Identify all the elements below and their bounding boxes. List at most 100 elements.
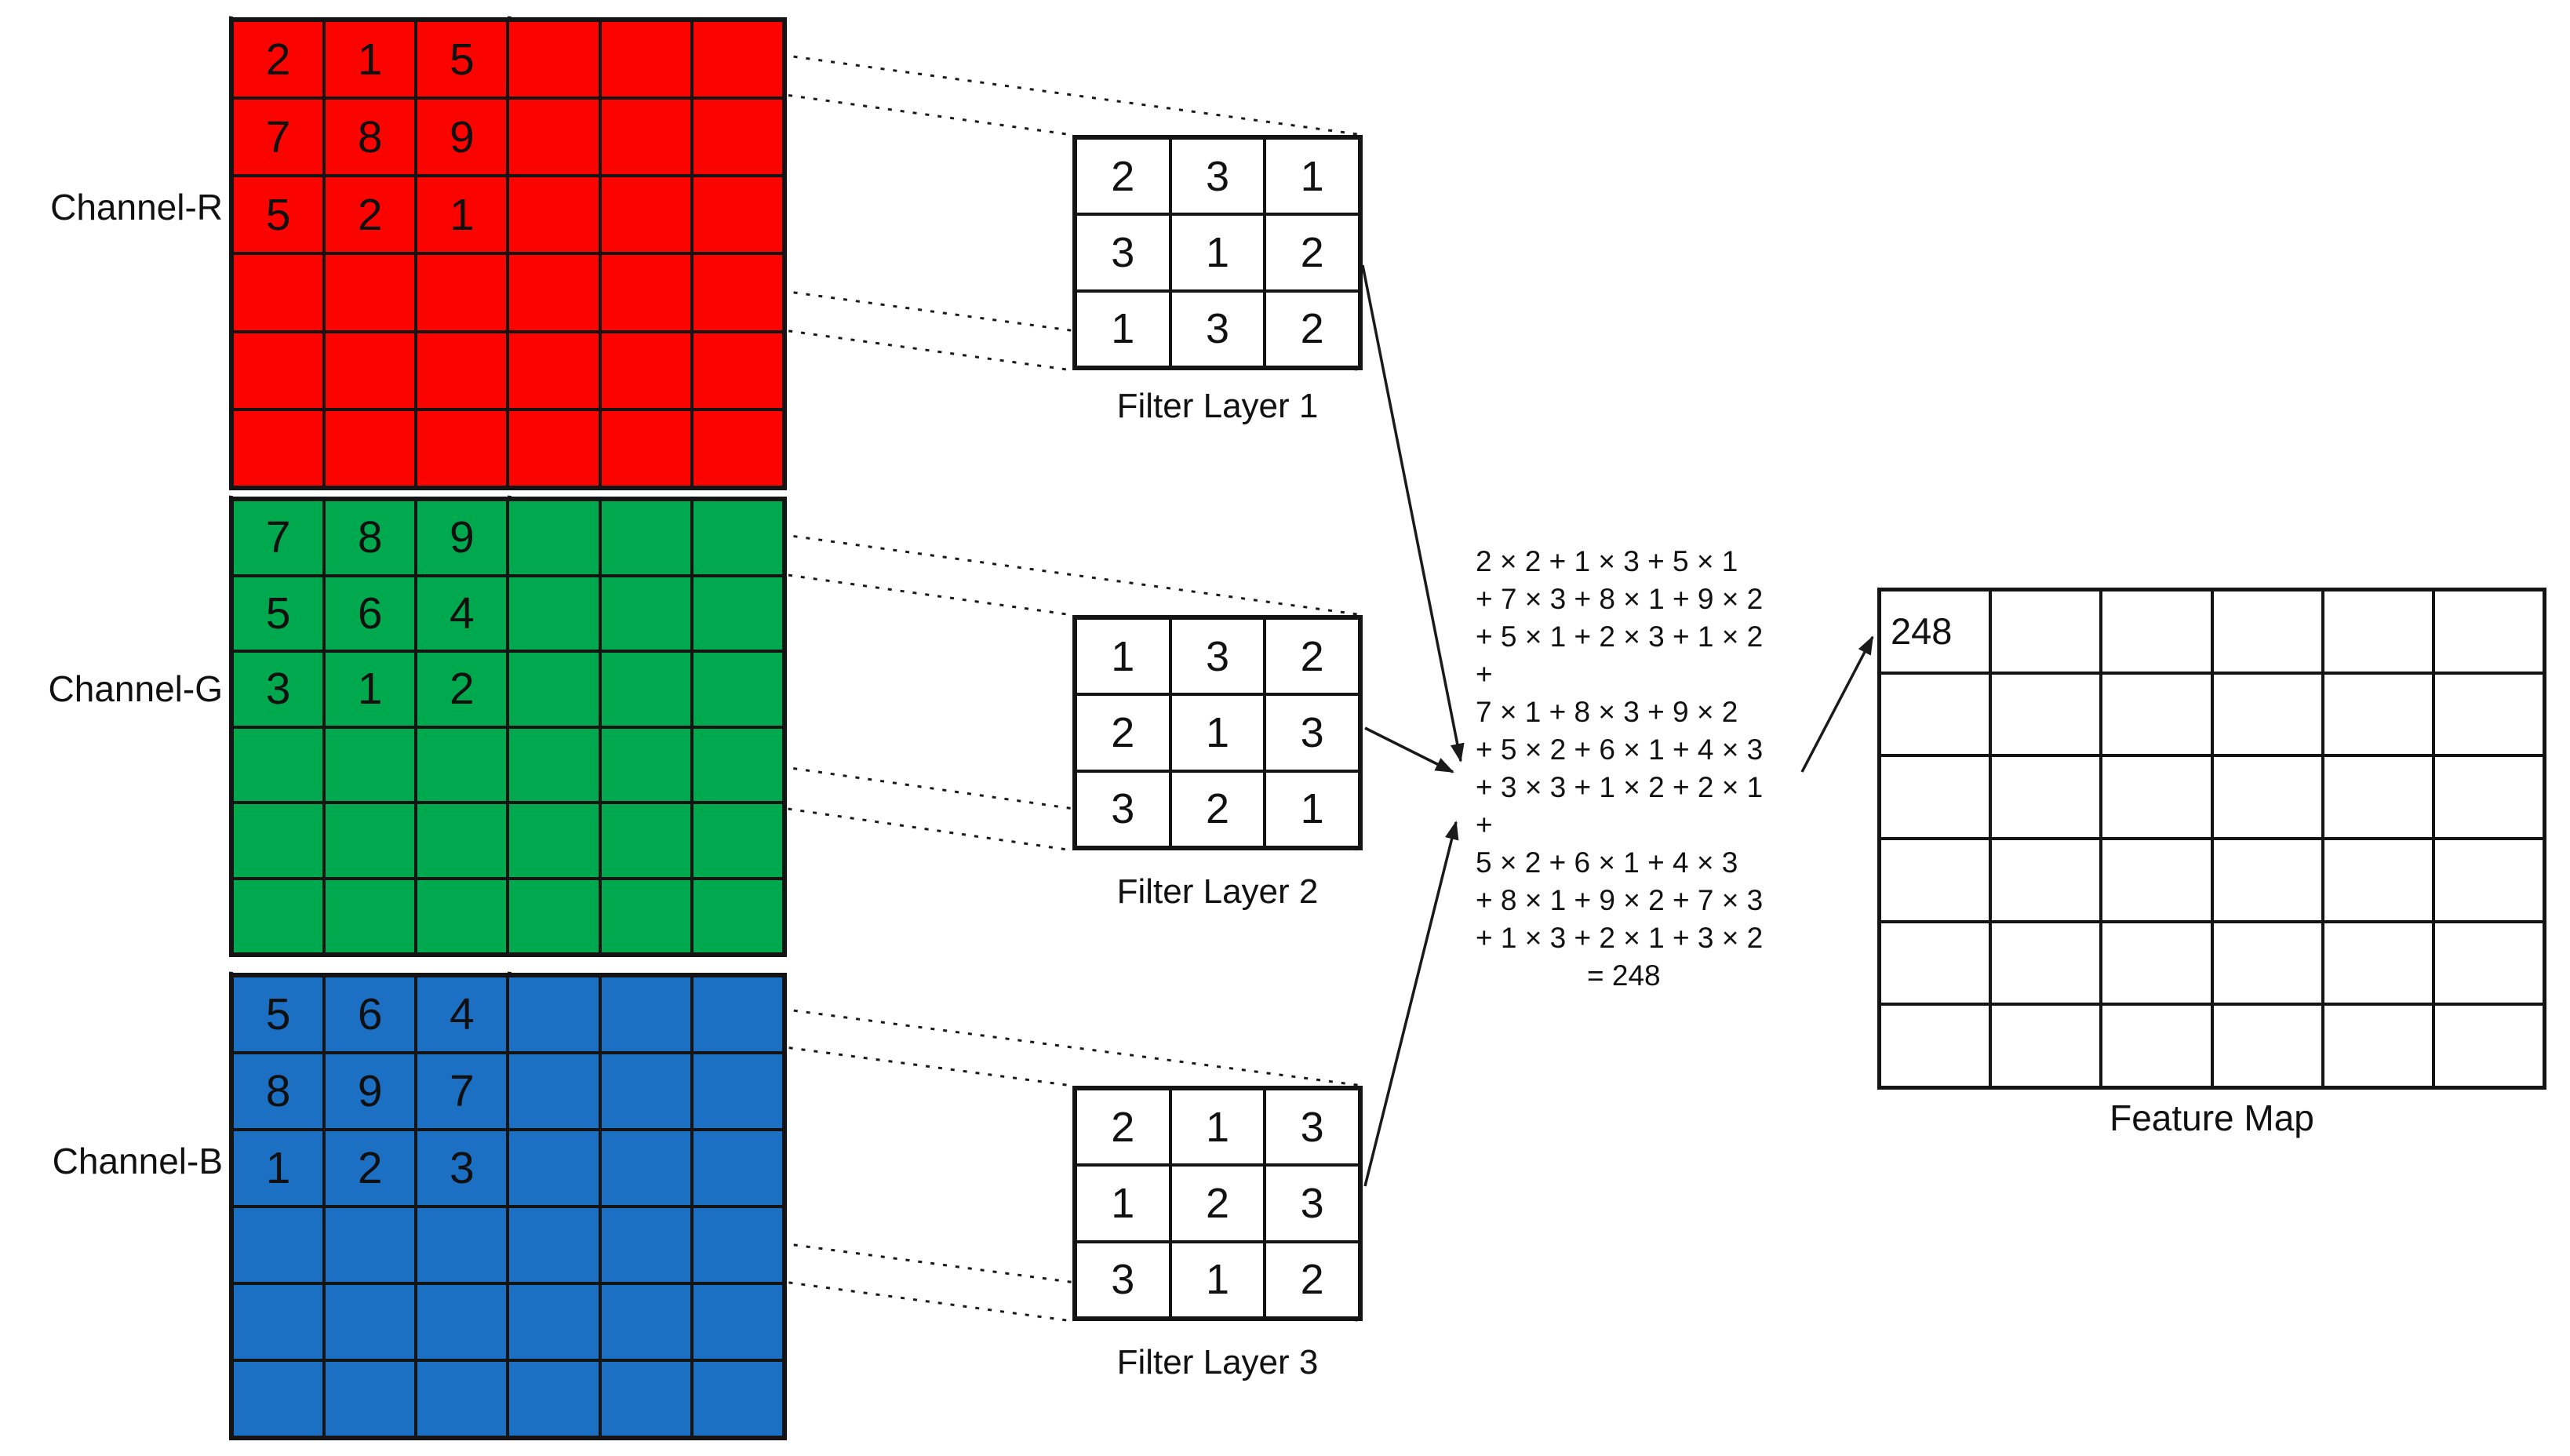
grid-cell — [599, 98, 692, 177]
grid-cell — [324, 1207, 417, 1283]
grid-cell — [508, 98, 600, 177]
grid-cell — [691, 1360, 784, 1437]
grid-cell: 7 — [232, 500, 325, 576]
grid-cell — [691, 976, 784, 1053]
arrow-filter2-to-sum — [1364, 726, 1454, 774]
grid-cell — [232, 409, 325, 487]
grid-cell: 1 — [1170, 694, 1265, 771]
grid-cell — [1990, 838, 2102, 922]
grid-cell — [2101, 921, 2212, 1005]
calc-line: + 1 × 3 + 2 × 1 + 3 × 2 — [1476, 922, 1764, 954]
grid-cell — [2322, 838, 2433, 922]
grid-cell — [599, 1130, 692, 1207]
grid-cell: 4 — [416, 976, 508, 1053]
grid-cell — [416, 1207, 508, 1283]
grid-cell — [691, 575, 784, 651]
grid-cell: 1 — [232, 1130, 325, 1207]
grid-cell — [599, 176, 692, 254]
grid-cell — [416, 803, 508, 879]
grid-cell — [599, 976, 692, 1053]
grid-cell — [508, 20, 600, 99]
grid-cell — [416, 1283, 508, 1360]
channel-g-label: Channel-G — [48, 668, 223, 709]
grid-cell — [2433, 921, 2544, 1005]
grid-cell — [416, 331, 508, 410]
grid-cell — [1990, 755, 2102, 839]
grid-cell — [2211, 838, 2323, 922]
grid-cell: 2 — [232, 20, 325, 99]
grid-cell — [232, 331, 325, 410]
calc-line: + — [1476, 658, 1493, 690]
grid-cell — [599, 803, 692, 879]
grid-cell — [691, 409, 784, 487]
grid-cell — [232, 253, 325, 332]
grid-cell: 2 — [1076, 138, 1170, 215]
grid-cell — [508, 1283, 600, 1360]
grid-cell: 5 — [232, 176, 325, 254]
calc-line: + 7 × 3 + 8 × 1 + 9 × 2 — [1476, 583, 1764, 615]
grid-cell — [508, 331, 600, 410]
grid-cell: 1 — [1076, 1165, 1170, 1242]
grid-cell: 1 — [1265, 770, 1360, 847]
grid-cell — [416, 878, 508, 954]
grid-cell: 2 — [1076, 1089, 1170, 1166]
grid-cell — [2101, 755, 2212, 839]
calc-line: 7 × 1 + 8 × 3 + 9 × 2 — [1476, 696, 1738, 728]
grid-cell: 3 — [1076, 214, 1170, 291]
feature-map-grid: 248 — [1877, 588, 2546, 1090]
grid-cell — [2322, 590, 2433, 673]
grid-cell — [2433, 672, 2544, 756]
calc-line: + 8 × 1 + 9 × 2 + 7 × 3 — [1476, 884, 1764, 916]
channel-b-label: Channel-B — [52, 1141, 223, 1181]
arrow-filter1-to-sum — [1361, 264, 1465, 763]
grid-cell — [599, 726, 692, 803]
grid-cell: 2 — [1265, 618, 1360, 695]
grid-cell — [508, 1360, 600, 1437]
grid-cell: 1 — [324, 651, 417, 727]
grid-cell — [599, 253, 692, 332]
channel-r-label: Channel-R — [50, 187, 223, 228]
grid-cell: 3 — [416, 1130, 508, 1207]
grid-cell — [2433, 590, 2544, 673]
grid-cell — [2211, 921, 2323, 1005]
grid-cell: 7 — [416, 1053, 508, 1130]
grid-cell — [1880, 921, 1991, 1005]
grid-cell: 9 — [416, 500, 508, 576]
calc-line: = 248 — [1587, 959, 1661, 992]
grid-cell — [416, 409, 508, 487]
grid-cell — [2101, 838, 2212, 922]
grid-cell — [599, 575, 692, 651]
grid-cell: 9 — [324, 1053, 417, 1130]
grid-cell — [691, 20, 784, 99]
grid-cell — [2211, 1004, 2323, 1087]
grid-cell — [508, 1053, 600, 1130]
grid-cell — [508, 253, 600, 332]
calc-line: 5 × 2 + 6 × 1 + 4 × 3 — [1476, 846, 1738, 879]
calc-line: 2 × 2 + 1 × 3 + 5 × 1 — [1476, 545, 1738, 577]
grid-cell: 8 — [324, 500, 417, 576]
grid-cell — [1880, 755, 1991, 839]
grid-cell — [691, 253, 784, 332]
grid-cell — [599, 1053, 692, 1130]
grid-cell — [416, 1360, 508, 1437]
grid-cell — [232, 1207, 325, 1283]
grid-cell — [2322, 755, 2433, 839]
grid-cell — [2322, 1004, 2433, 1087]
grid-cell — [691, 1207, 784, 1283]
grid-cell — [599, 1207, 692, 1283]
grid-cell — [2211, 672, 2323, 756]
grid-cell: 2 — [416, 651, 508, 727]
grid-cell — [1880, 672, 1991, 756]
grid-cell — [691, 878, 784, 954]
grid-cell — [324, 331, 417, 410]
grid-cell — [691, 98, 784, 177]
grid-cell: 3 — [1076, 1241, 1170, 1318]
grid-cell: 3 — [232, 651, 325, 727]
grid-cell: 1 — [1076, 618, 1170, 695]
grid-cell: 2 — [1076, 694, 1170, 771]
grid-cell — [691, 803, 784, 879]
